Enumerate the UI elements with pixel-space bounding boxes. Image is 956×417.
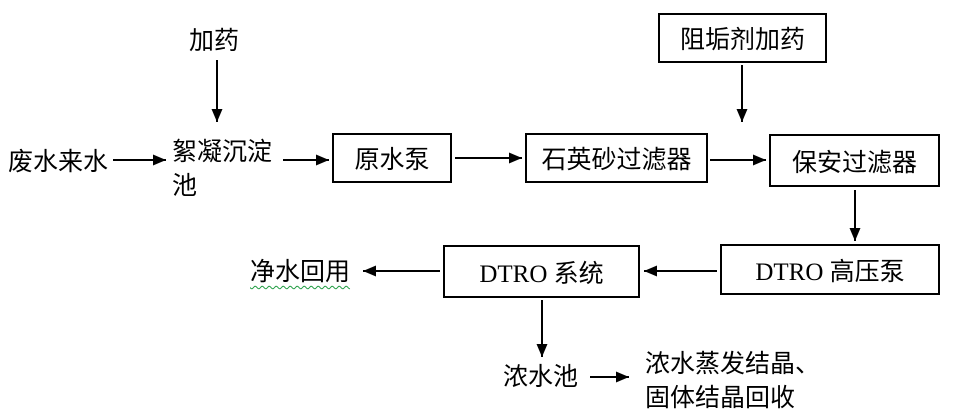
label-clean-water-reuse: 净水回用 <box>250 259 351 286</box>
process-box-dtro-high-pressure-pump: DTRO 高压泵 <box>720 244 940 295</box>
label-dosing: 加药 <box>189 28 240 55</box>
label-influent: 废水来水 <box>8 149 109 176</box>
label-concentrate-pool: 浓水池 <box>503 364 579 391</box>
process-box-antiscalant-dosing: 阻垢剂加药 <box>658 13 827 63</box>
label-evaporation-crystallization: 浓水蒸发结晶、 固体结晶回收 <box>645 351 821 412</box>
process-box-dtro-system: DTRO 系统 <box>443 245 640 298</box>
process-box-raw-water-pump: 原水泵 <box>332 133 452 183</box>
process-box-security-filter: 保安过滤器 <box>769 134 940 187</box>
process-box-quartz-sand-filter: 石英砂过滤器 <box>525 133 708 183</box>
label-flocculation-pool: 絮凝沉淀池 <box>172 139 273 200</box>
